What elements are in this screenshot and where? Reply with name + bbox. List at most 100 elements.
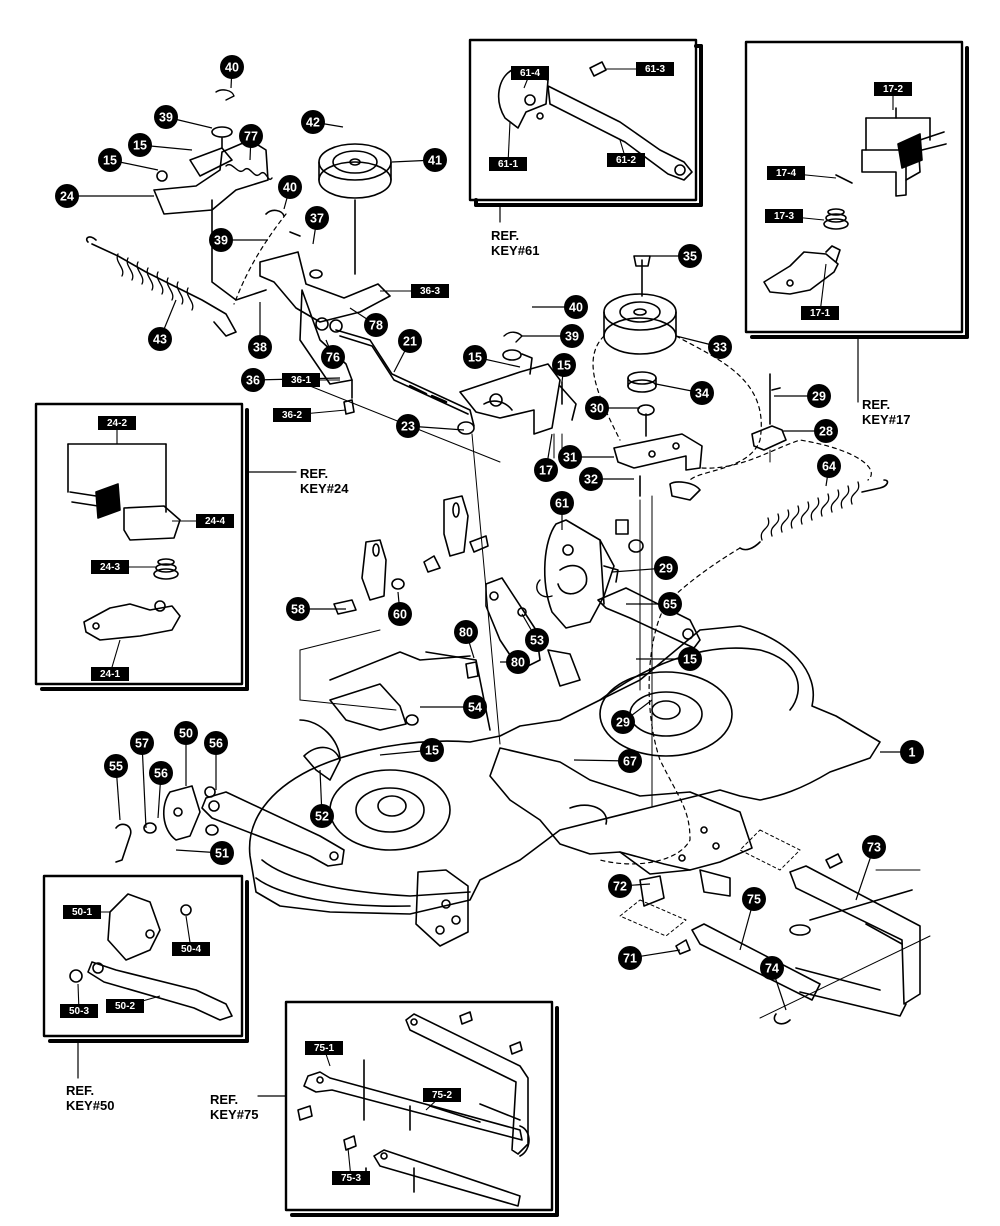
callout-badge xyxy=(305,206,329,230)
callout-badge xyxy=(900,740,924,764)
callout-badge xyxy=(423,148,447,172)
callout-badge xyxy=(148,327,172,351)
callout-17: 17 xyxy=(534,433,558,482)
sub-label-box xyxy=(91,560,129,574)
bracket-17-assembly xyxy=(459,331,577,435)
callout-badge xyxy=(388,602,412,626)
callout-badge xyxy=(618,946,642,970)
callout-37: 37 xyxy=(305,206,329,245)
callout-57: 57 xyxy=(130,731,154,829)
callout-badge xyxy=(286,597,310,621)
callout-39: 39 xyxy=(154,105,213,129)
callout-61: 61 xyxy=(550,491,574,530)
sub-label-text: 50-3 xyxy=(69,1006,89,1017)
callout-badge xyxy=(130,731,154,755)
plate-58 xyxy=(333,539,405,615)
sub-label-text: 75-1 xyxy=(314,1043,334,1054)
pulley-41 xyxy=(318,143,392,275)
callout-32: 32 xyxy=(579,467,634,491)
callout-badge xyxy=(104,754,128,778)
callout-badge xyxy=(98,148,122,172)
callout-badge xyxy=(814,419,838,443)
key24-bracket-drawing xyxy=(67,443,181,641)
sub-label-box xyxy=(63,905,101,919)
sub-label-box xyxy=(423,1088,461,1102)
sub-part-label-24-4: 24-4 xyxy=(172,514,234,528)
callout-badge xyxy=(463,345,487,369)
sub-label-box xyxy=(636,62,674,76)
callout-55: 55 xyxy=(104,754,128,821)
sub-label-text: 50-4 xyxy=(181,944,201,955)
callout-number: 31 xyxy=(563,451,577,465)
callout-number: 43 xyxy=(153,333,167,347)
callout-badge xyxy=(396,414,420,438)
sub-label-text: 17-2 xyxy=(883,84,903,95)
callout-badge xyxy=(708,335,732,359)
callout-number: 74 xyxy=(765,962,779,976)
callout-29: 29 xyxy=(774,384,831,408)
idler-bracket-assembly xyxy=(153,89,273,215)
callout-number: 40 xyxy=(569,301,583,315)
sub-label-text: 17-3 xyxy=(774,211,794,222)
sub-label-text: 24-2 xyxy=(107,418,127,429)
sub-label-text: 50-2 xyxy=(115,1001,135,1012)
callout-15: 15 xyxy=(636,647,702,671)
sub-part-label-17-3: 17-3 xyxy=(765,209,825,223)
callout-number: 64 xyxy=(822,460,836,474)
callout-badge xyxy=(321,345,345,369)
callout-badge xyxy=(611,710,635,734)
sub-label-text: 24-1 xyxy=(100,669,120,680)
callout-badge xyxy=(204,731,228,755)
callout-number: 34 xyxy=(695,387,709,401)
callout-number: 15 xyxy=(557,359,571,373)
callout-number: 28 xyxy=(819,425,833,439)
callout-34: 34 xyxy=(655,381,714,405)
callout-number: 37 xyxy=(310,212,324,226)
callout-40: 40 xyxy=(220,55,244,89)
callout-badge xyxy=(149,761,173,785)
callout-badge xyxy=(420,738,444,762)
callout-number: 56 xyxy=(209,737,223,751)
sub-label-box xyxy=(106,999,144,1013)
sub-part-label-17-2: 17-2 xyxy=(874,82,912,110)
callout-badge xyxy=(248,335,272,359)
arm-50 xyxy=(115,785,345,867)
callout-number: 29 xyxy=(659,562,673,576)
callout-40: 40 xyxy=(532,295,588,319)
callout-number: 53 xyxy=(530,634,544,648)
callout-badge xyxy=(618,749,642,773)
callout-number: 57 xyxy=(135,737,149,751)
sub-label-text: 61-1 xyxy=(498,159,518,170)
callout-number: 56 xyxy=(154,767,168,781)
callout-badge xyxy=(239,124,263,148)
sub-label-text: 75-2 xyxy=(432,1090,452,1101)
callout-number: 40 xyxy=(225,61,239,75)
callout-73: 73 xyxy=(855,835,886,901)
sub-part-label-36-1: 36-1 xyxy=(282,373,340,387)
sub-part-label-61-1: 61-1 xyxy=(489,121,527,171)
callout-badge xyxy=(210,841,234,865)
callout-number: 78 xyxy=(369,319,383,333)
callout-number: 80 xyxy=(511,656,525,670)
callout-number: 76 xyxy=(326,351,340,365)
callout-number: 39 xyxy=(565,330,579,344)
callout-41: 41 xyxy=(391,148,447,172)
sub-part-label-36-3: 36-3 xyxy=(380,284,449,298)
key50-plate-drawing xyxy=(69,893,233,1021)
sub-label-text: 50-1 xyxy=(72,907,92,918)
sub-label-text: 24-3 xyxy=(100,562,120,573)
callout-1: 1 xyxy=(880,740,924,764)
sub-label-text: 36-2 xyxy=(282,410,302,421)
sub-label-box xyxy=(801,306,839,320)
callout-40: 40 xyxy=(278,175,302,210)
mower-deck xyxy=(248,625,881,915)
callout-60: 60 xyxy=(388,591,412,626)
sub-part-label-61-3: 61-3 xyxy=(606,62,674,76)
sub-label-box xyxy=(511,66,549,80)
plate-upper xyxy=(423,495,489,573)
sub-part-label-24-1: 24-1 xyxy=(91,639,129,681)
callout-badge xyxy=(364,313,388,337)
ref-key17: REF. KEY#17 xyxy=(862,397,910,427)
callout-51: 51 xyxy=(175,841,234,865)
callout-29: 29 xyxy=(611,556,678,580)
